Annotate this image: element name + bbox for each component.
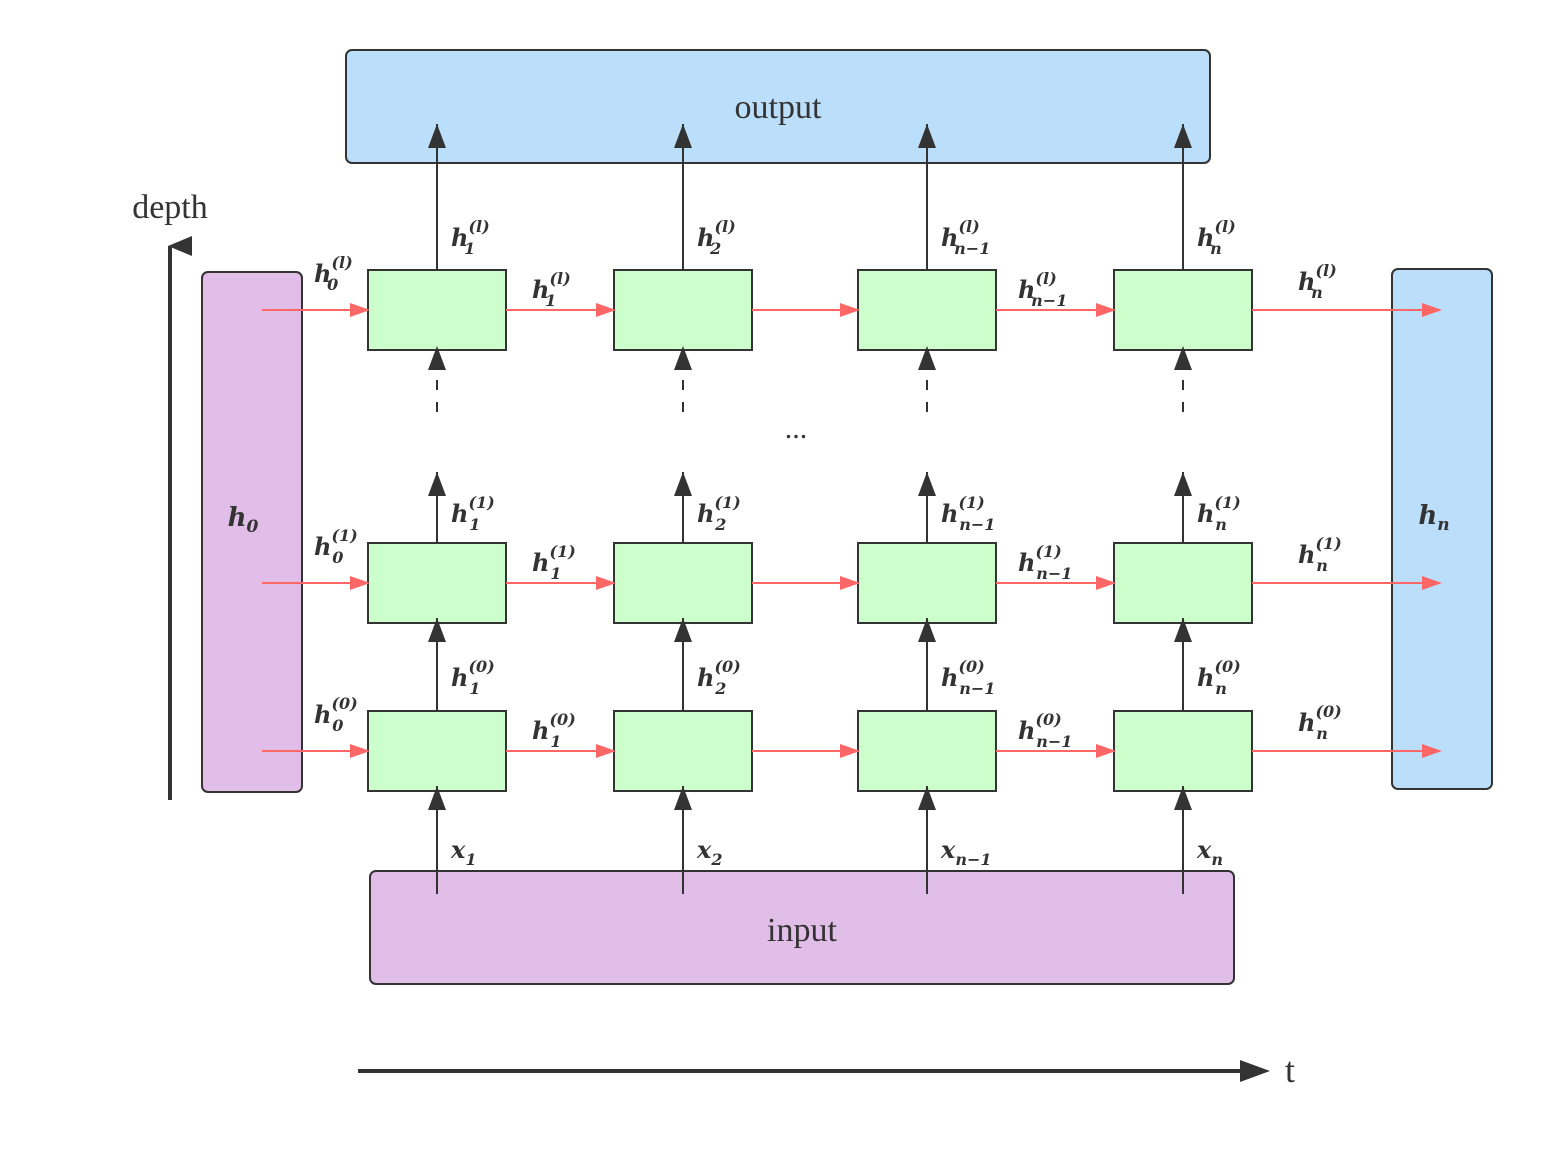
arrow-dots-to-layer-l-tn-1-head (918, 346, 936, 370)
arrow-layer-0-to-layer-1-tn-1-head (918, 618, 936, 642)
label-x-t2: x2 (696, 835, 722, 869)
layers-ellipsis: ... (785, 412, 808, 445)
arrow-layer-1-up-t1-head (428, 472, 446, 496)
h0-box (201, 271, 303, 793)
arrow-input-to-layer-0-tn-1-head (918, 786, 936, 810)
label-hn-layer-0-horizontal: h(0)n (1298, 702, 1342, 743)
arrow-layer-0-to-layer-1-t2-head (674, 618, 692, 642)
label-h-t2-layer-l-vertical: h(l)2 (697, 217, 736, 258)
hn-box (1391, 268, 1493, 790)
label-h-tn-layer-l-vertical: h(l)n (1197, 217, 1236, 258)
rnn-cell-layer-0-tn-1 (857, 710, 997, 792)
arrow-dots-to-layer-l-t2-head (674, 346, 692, 370)
depth-axis-label: depth (132, 189, 208, 226)
arrow-layer-l-to-output-tn-head (1174, 124, 1192, 148)
label-h-t2-layer-0-vertical: h(0)2 (697, 657, 741, 698)
label-h0-layer-l: h(l)0 (314, 253, 353, 294)
arrow-layer-1-up-tn-1-head (918, 472, 936, 496)
h0-box-label: h0 (228, 503, 259, 537)
time-axis-label: t (1285, 1050, 1295, 1090)
label-h-t1-layer-1-vertical: h(1)1 (451, 493, 495, 534)
label-h-tn-1-layer-0-vertical: h(0)n−1 (941, 657, 995, 698)
label-h1-layer-0-horizontal: h(0)1 (532, 710, 576, 751)
connection-arrows (262, 124, 1442, 894)
label-h0-layer-1: h(1)0 (314, 526, 358, 567)
hn-box-sub: n (1437, 515, 1449, 535)
rnn-cell-layer-0-t1 (367, 710, 507, 792)
label-h-t1-layer-0-vertical: h(0)1 (451, 657, 495, 698)
label-hn1-layer-0-horizontal: h(0)n−1 (1018, 710, 1072, 751)
arrow-input-to-layer-0-tn-head (1174, 786, 1192, 810)
label-h-t1-layer-l-vertical: h(l)1 (451, 217, 490, 258)
label-x-tn-1: xn−1 (940, 835, 991, 869)
arrow-layer-l-to-output-tn-1-head (918, 124, 936, 148)
arrow-input-to-layer-0-t1-head (428, 786, 446, 810)
rnn-cell-layer-1-t2 (613, 542, 753, 624)
rnn-cell-layer-0-tn (1113, 710, 1253, 792)
hn-box-label: hn (1418, 501, 1449, 535)
label-h0-layer-0: h(0)0 (314, 694, 358, 735)
rnn-cells (367, 269, 1253, 792)
arrow-dots-to-layer-l-tn-head (1174, 346, 1192, 370)
output-label: output (735, 89, 822, 126)
rnn-cell-layer-1-t1 (367, 542, 507, 624)
h0-box-sub: 0 (247, 517, 259, 537)
arrow-layer-l-to-output-t2-head (674, 124, 692, 148)
time-axis-arrowhead (1240, 1060, 1270, 1082)
rnn-cell-layer-l-tn-1 (857, 269, 997, 351)
label-hn1-layer-l-horizontal: h(l)n−1 (1018, 269, 1067, 310)
rnn-cell-layer-1-tn-1 (857, 542, 997, 624)
label-h1-layer-1-horizontal: h(1)1 (532, 542, 576, 583)
arrow-layer-1-up-tn-head (1174, 472, 1192, 496)
label-x-t1: x1 (450, 835, 476, 869)
input-label: input (767, 912, 837, 949)
output-box (345, 49, 1211, 164)
arrow-layer-l-to-output-t1-head (428, 124, 446, 148)
label-hn1-layer-1-horizontal: h(1)n−1 (1018, 542, 1072, 583)
input-box (369, 870, 1235, 985)
rnn-cell-layer-1-tn (1113, 542, 1253, 624)
rnn-cell-layer-l-t1 (367, 269, 507, 351)
rnn-cell-layer-l-t2 (613, 269, 753, 351)
rnn-cell-layer-0-t2 (613, 710, 753, 792)
label-hn-layer-l-horizontal: h(l)n (1298, 261, 1337, 302)
rnn-cell-layer-l-tn (1113, 269, 1253, 351)
label-h-t2-layer-1-vertical: h(1)2 (697, 493, 741, 534)
label-x-tn: xn (1196, 835, 1223, 869)
arrow-layer-0-to-layer-1-tn-head (1174, 618, 1192, 642)
label-h-tn-layer-0-vertical: h(0)n (1197, 657, 1241, 698)
label-hn-layer-1-horizontal: h(1)n (1298, 534, 1342, 575)
arrow-layer-0-to-layer-1-t1-head (428, 618, 446, 642)
state-labels: h(l)1 h(1)1 h(0)1 h(l)2 h(1)2 h(0)2 h(l)n−1 h(1… (314, 217, 1342, 869)
label-h-tn-1-layer-1-vertical: h(1)n−1 (941, 493, 995, 534)
arrow-input-to-layer-0-t2-head (674, 786, 692, 810)
arrow-layer-1-up-t2-head (674, 472, 692, 496)
label-h1-layer-l-horizontal: h(l)1 (532, 269, 571, 310)
label-h-tn-1-layer-l-vertical: h(l)n−1 (941, 217, 990, 258)
arrow-dots-to-layer-l-t1-head (428, 346, 446, 370)
label-h-tn-layer-1-vertical: h(1)n (1197, 493, 1241, 534)
